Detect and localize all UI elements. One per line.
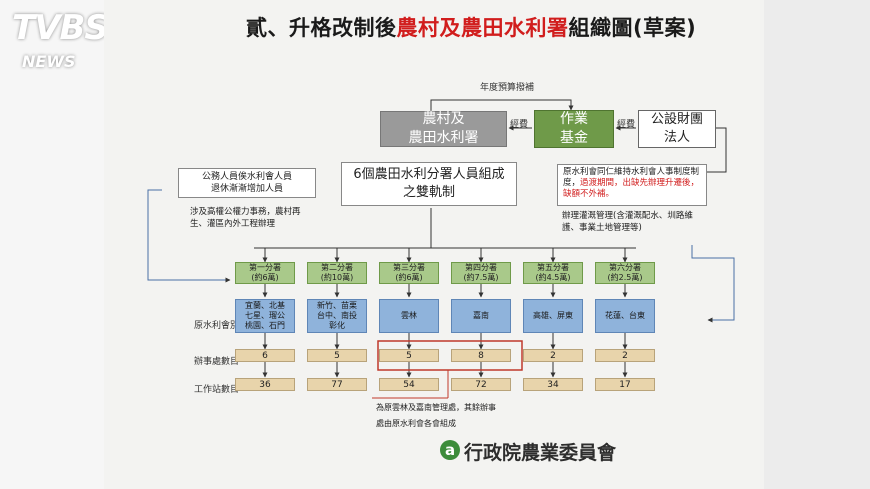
coa-logo-icon: a xyxy=(440,440,460,460)
title-prefix: 貳、升格改制後 xyxy=(246,16,397,40)
branch-name: 第三分署 xyxy=(393,263,425,272)
branch-header: 第三分署(約6萬) xyxy=(379,262,439,284)
branch-associations: 嘉南 xyxy=(451,299,511,333)
fee-label-left: 經費 xyxy=(510,120,529,130)
slide: 貳、升格改制後農村及農田水利署組織圖(草案) 年度預算撥補 農村及 農田水利署 … xyxy=(104,0,764,489)
branch-associations: 高雄、屏東 xyxy=(523,299,583,333)
branch-staff: (約2.5萬) xyxy=(607,273,643,282)
row-label-assoc: 原水利會別 xyxy=(194,321,240,331)
connector-lines xyxy=(147,99,735,399)
branch-associations: 新竹、苗栗 台中、南投 彰化 xyxy=(307,299,367,333)
branch-header: 第一分署(約6萬) xyxy=(235,262,295,284)
branch-associations: 宜蘭、北基 七星、瑠公 桃園、石門 xyxy=(235,299,295,333)
branch-station-count: 77 xyxy=(307,378,367,391)
branch-staff: (約6萬) xyxy=(395,273,423,282)
footnote-line2: 處由原水利會各會組成 xyxy=(376,419,456,428)
branch-office-count: 5 xyxy=(307,349,367,362)
branch-staff: (約4.5萬) xyxy=(535,273,571,282)
branch-station-count: 34 xyxy=(523,378,583,391)
branch-station-count: 54 xyxy=(379,378,439,391)
operating-fund-box: 作業 基金 xyxy=(534,110,614,148)
irrigation-management-note: 辦理灌溉管理(含灌溉配水、圳路維護、事業土地管理等) xyxy=(562,211,693,233)
annual-budget-label: 年度預算撥補 xyxy=(480,83,535,93)
branch-station-count: 17 xyxy=(595,378,655,391)
civil-servant-box: 公務人員俟水利會人員 退休漸漸增加人員 xyxy=(178,168,316,198)
footnote-line1: 為原雲林及嘉南管理處，其餘辦事 xyxy=(376,403,496,412)
title-suffix: 組織圖(草案) xyxy=(568,16,697,40)
branch-office-count: 8 xyxy=(451,349,511,362)
branch-staff: (約10萬) xyxy=(320,273,354,282)
branch-header: 第四分署(約7.5萬) xyxy=(451,262,511,284)
branch-office-count: 5 xyxy=(379,349,439,362)
branch-station-count: 36 xyxy=(235,378,295,391)
branch-header: 第五分署(約4.5萬) xyxy=(523,262,583,284)
staff-policy-highlight: 過渡期間，出缺先辦理升遷後，缺額不外補。 xyxy=(563,178,700,199)
public-authority-note: 涉及高權公權力事務，農村再生、灌區內外工程辦理 xyxy=(190,207,301,229)
branch-name: 第六分署 xyxy=(609,263,641,272)
footer-org-name: 行政院農業委員會 xyxy=(464,442,617,464)
branch-name: 第一分署 xyxy=(249,263,281,272)
branch-office-count: 6 xyxy=(235,349,295,362)
branch-station-count: 72 xyxy=(451,378,511,391)
branch-office-count: 2 xyxy=(595,349,655,362)
right-background xyxy=(764,0,870,489)
branch-staff: (約6萬) xyxy=(251,273,279,282)
branch-office-count: 2 xyxy=(523,349,583,362)
branch-staff: (約7.5萬) xyxy=(463,273,499,282)
tvbs-watermark: TVBS NEWS xyxy=(12,8,109,71)
branch-name: 第二分署 xyxy=(321,263,353,272)
watermark-sub: NEWS xyxy=(22,52,76,71)
branch-name: 第四分署 xyxy=(465,263,497,272)
left-background xyxy=(0,0,104,489)
branch-header: 第二分署(約10萬) xyxy=(307,262,367,284)
foundation-box: 公設財團 法人 xyxy=(638,110,716,148)
staff-policy-box: 原水利會同仁維持水利會人事制度制度，過渡期間，出缺先辦理升遷後，缺額不外補。 xyxy=(557,164,707,206)
agency-box: 農村及 農田水利署 xyxy=(380,111,507,147)
row-label-stations: 工作站數目 xyxy=(194,385,240,395)
title-highlight: 農村及農田水利署 xyxy=(396,16,569,40)
branch-associations: 花蓮、台東 xyxy=(595,299,655,333)
staff-policy-text: 原水利會同仁維持水利會人事制度制度， xyxy=(563,167,700,188)
row-label-offices: 辦事處數目 xyxy=(194,357,240,367)
fee-label-right: 經費 xyxy=(617,120,636,130)
branch-header: 第六分署(約2.5萬) xyxy=(595,262,655,284)
page-title: 貳、升格改制後農村及農田水利署組織圖(草案) xyxy=(246,12,696,42)
dual-track-box: 6個農田水利分署人員組成 之雙軌制 xyxy=(341,162,517,206)
branch-associations: 雲林 xyxy=(379,299,439,333)
watermark-brand: TVBS xyxy=(12,8,109,48)
branch-name: 第五分署 xyxy=(537,263,569,272)
